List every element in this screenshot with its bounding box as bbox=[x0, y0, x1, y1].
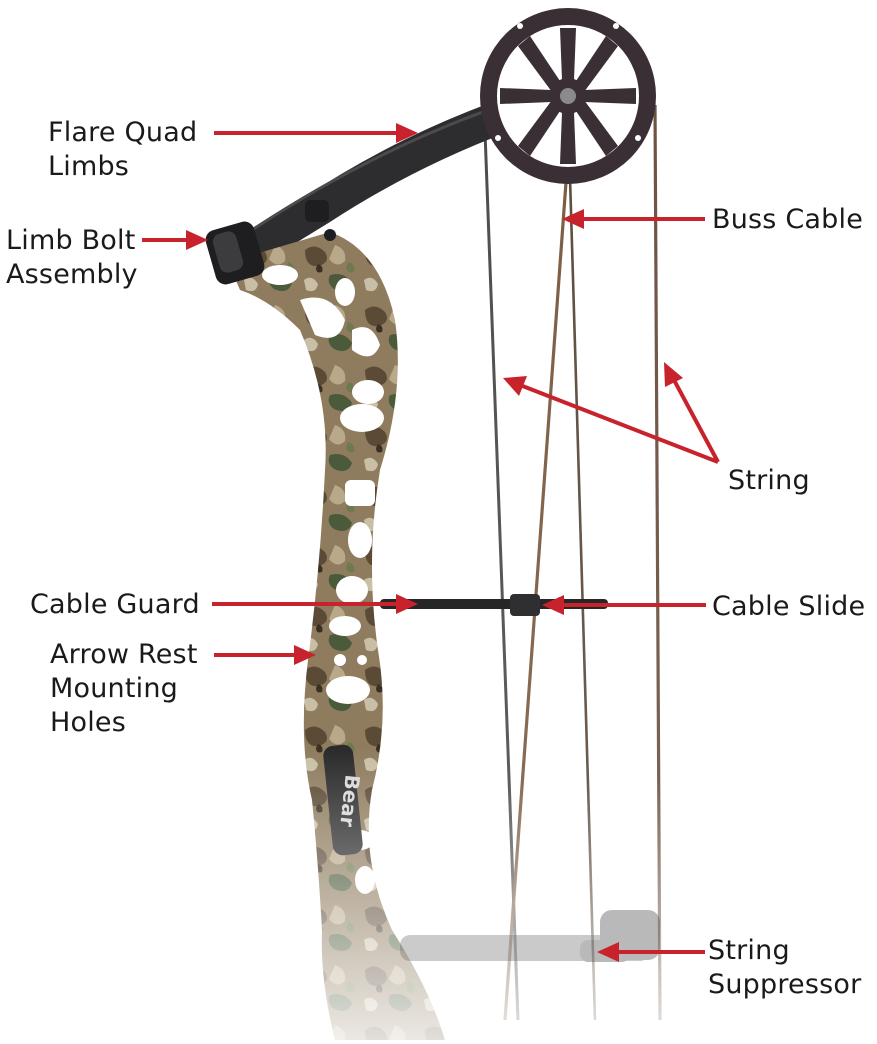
bow-string-right bbox=[655, 105, 660, 1020]
label-arrow-rest-mounting-holes: Arrow Rest Mounting Holes bbox=[50, 638, 198, 740]
label-string-suppressor: String Suppressor bbox=[708, 934, 861, 1002]
strings-group bbox=[484, 100, 660, 1020]
label-flare-quad-limbs-line1: Flare Quad bbox=[48, 116, 197, 150]
label-limb-bolt-line1: Limb Bolt bbox=[6, 224, 138, 258]
label-string-suppressor-line1: String bbox=[708, 934, 861, 968]
buss-cable-line-2 bbox=[568, 110, 595, 1020]
label-arrow-rest-line3: Holes bbox=[50, 706, 198, 740]
buss-cable-line bbox=[505, 100, 572, 1020]
arrow-string-left bbox=[503, 376, 718, 462]
arrow-buss-cable bbox=[562, 209, 705, 229]
label-buss-cable-line1: Buss Cable bbox=[712, 203, 863, 237]
label-string: String bbox=[728, 464, 810, 498]
label-limb-bolt-line2: Assembly bbox=[6, 258, 138, 292]
lower-limb-faded bbox=[400, 910, 660, 962]
label-cable-guard: Cable Guard bbox=[30, 588, 200, 622]
label-cable-guard-line1: Cable Guard bbox=[30, 588, 200, 622]
arrow-limb-bolt bbox=[142, 230, 208, 250]
riser: Bear bbox=[228, 232, 445, 1040]
label-arrow-rest-line2: Mounting bbox=[50, 672, 198, 706]
label-cable-slide: Cable Slide bbox=[712, 590, 865, 624]
bow-string-left bbox=[484, 105, 518, 1020]
label-flare-quad-limbs: Flare Quad Limbs bbox=[48, 116, 197, 184]
cam-wheel bbox=[480, 8, 656, 184]
arrow-string-right bbox=[664, 362, 718, 462]
label-string-line1: String bbox=[728, 464, 810, 498]
label-arrow-rest-line1: Arrow Rest bbox=[50, 638, 198, 672]
label-buss-cable: Buss Cable bbox=[712, 203, 863, 237]
label-cable-slide-line1: Cable Slide bbox=[712, 590, 865, 624]
arrow-arrow-rest bbox=[214, 645, 316, 665]
arrow-flare-quad-limbs bbox=[214, 123, 418, 143]
arrow-cable-slide bbox=[542, 595, 706, 615]
label-flare-quad-limbs-line2: Limbs bbox=[48, 150, 197, 184]
label-limb-bolt-assembly: Limb Bolt Assembly bbox=[6, 224, 138, 292]
label-string-suppressor-line2: Suppressor bbox=[708, 968, 861, 1002]
